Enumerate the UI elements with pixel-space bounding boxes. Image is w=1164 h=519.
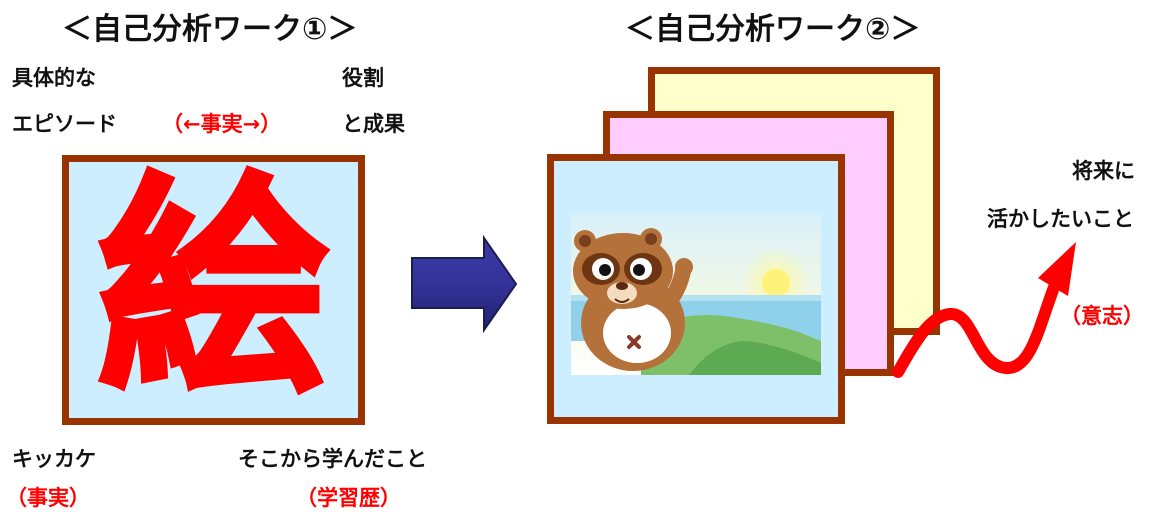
intention-tag: （意志）: [1060, 304, 1144, 328]
tanuki-illustration: [571, 213, 821, 375]
episode-label-line2: エピソード: [12, 112, 117, 136]
rising-wave-arrow-icon: [892, 242, 1076, 378]
trigger-label: キッカケ: [12, 447, 96, 471]
picture-frame-work1: 絵: [62, 155, 365, 425]
work2-title: ＜自己分析ワーク②＞: [625, 12, 921, 47]
stacked-frame-front: [547, 154, 845, 424]
role-label-line2: と成果: [342, 112, 405, 136]
learning-history-tag: （学習歴）: [296, 486, 401, 510]
work1-title: ＜自己分析ワーク①＞: [62, 12, 358, 47]
role-label-line1: 役割: [342, 66, 384, 90]
future-label-line2: 活かしたいこと: [987, 207, 1134, 231]
picture-kanji: 絵: [95, 156, 331, 423]
future-label-line1: 将来に: [1072, 159, 1135, 183]
right-arrow-icon: [411, 234, 518, 334]
episode-label-line1: 具体的な: [12, 66, 96, 90]
trigger-fact-tag: （事実）: [6, 486, 90, 510]
fact-center-label: （←事実→）: [162, 112, 282, 136]
learned-label: そこから学んだこと: [238, 447, 427, 471]
